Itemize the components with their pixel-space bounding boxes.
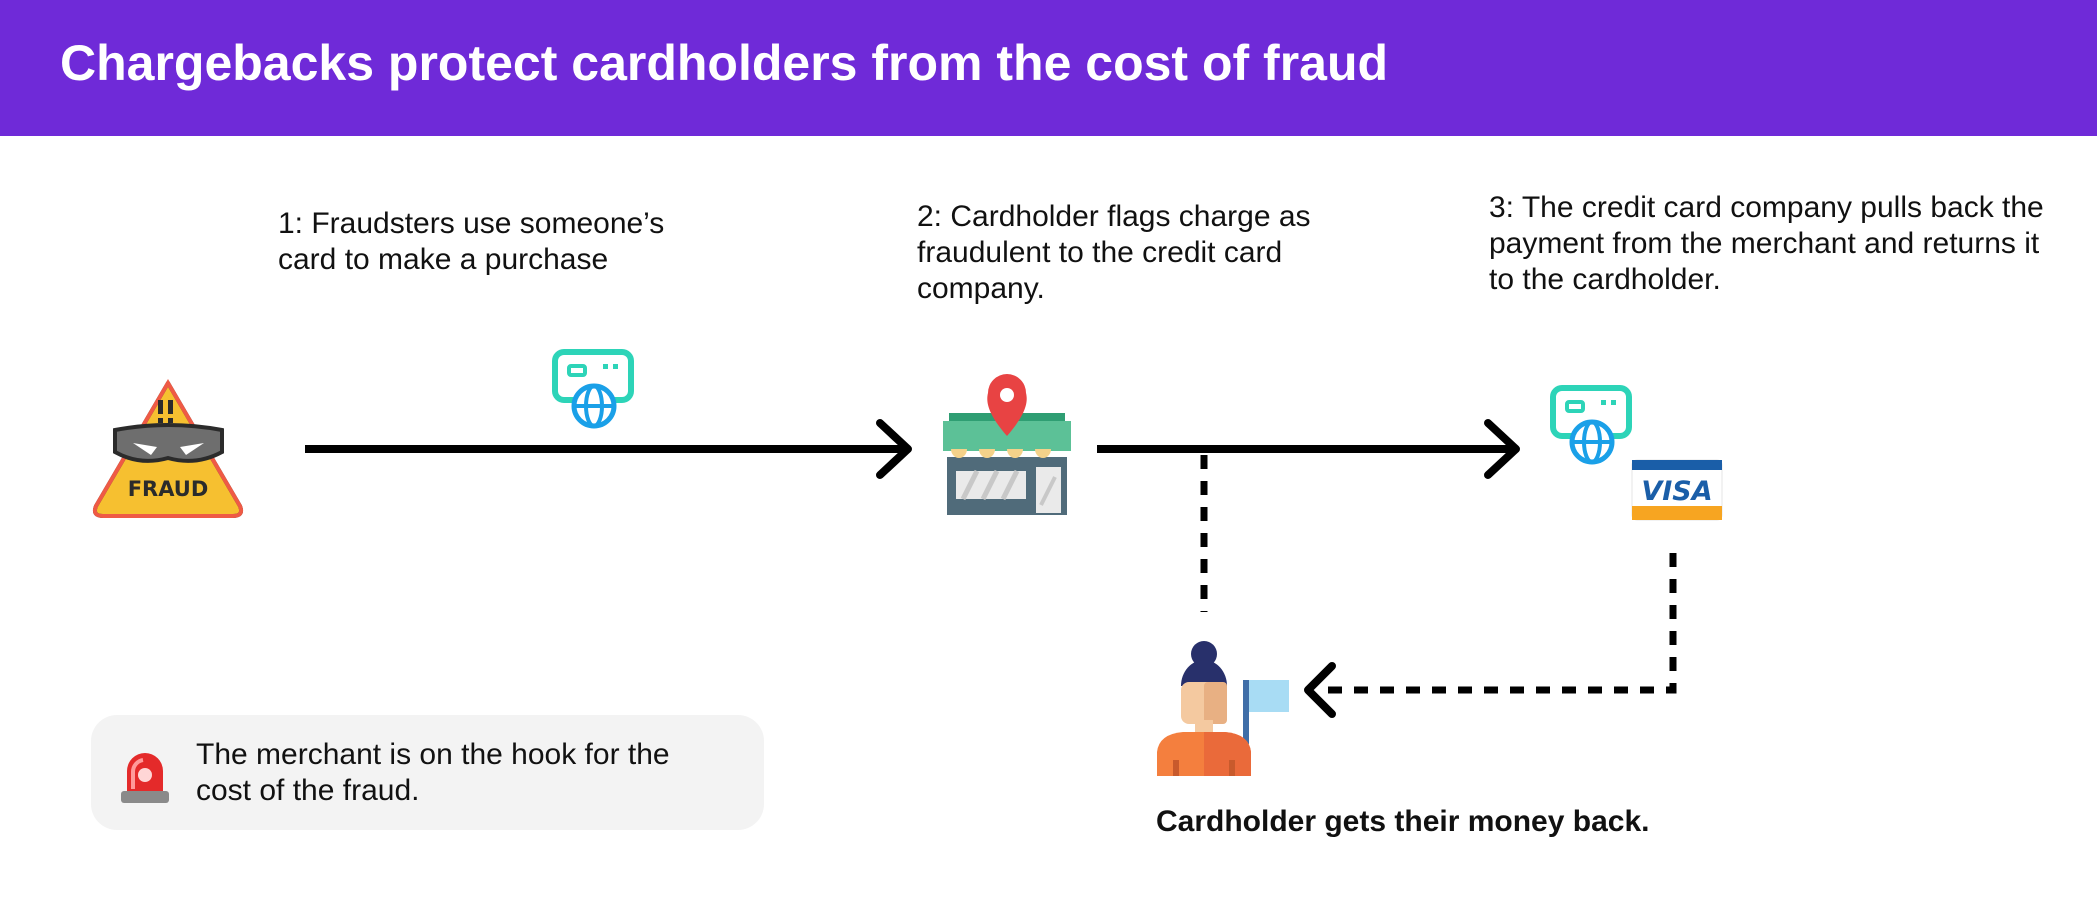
visa-card-icon: VISA: [1631, 459, 1723, 521]
note-text: The merchant is on the hook for the cost…: [196, 738, 670, 807]
online-card-payment-icon: [1550, 385, 1632, 465]
fraud-warning-icon: FRAUD: [92, 379, 244, 518]
store-location-icon: [943, 374, 1071, 515]
page-title: Chargebacks protect cardholders from the…: [60, 35, 1389, 91]
step-3-text: 3: The credit card company pulls back th…: [1489, 191, 2044, 296]
step-2-text: 2: Cardholder flags charge as fraudulent…: [917, 200, 1311, 305]
online-card-payment-icon: [552, 349, 634, 429]
fraud-icon-label: FRAUD: [128, 477, 209, 501]
header-banner: Chargebacks protect cardholders from the…: [0, 0, 2097, 136]
arrow-fraud-to-store: [305, 419, 912, 479]
cardholder-person-icon: [1157, 641, 1289, 776]
dashed-return-arrow: [1304, 553, 1677, 718]
arrow-store-to-card-company: [1097, 419, 1520, 479]
siren-icon: [121, 753, 169, 803]
visa-card-label: VISA: [1641, 476, 1712, 507]
step-1-text: 1: Fraudsters use someone’s card to make…: [278, 207, 665, 276]
cardholder-caption: Cardholder gets their money back.: [1156, 805, 1650, 838]
merchant-liability-note: The merchant is on the hook for the cost…: [91, 715, 764, 830]
